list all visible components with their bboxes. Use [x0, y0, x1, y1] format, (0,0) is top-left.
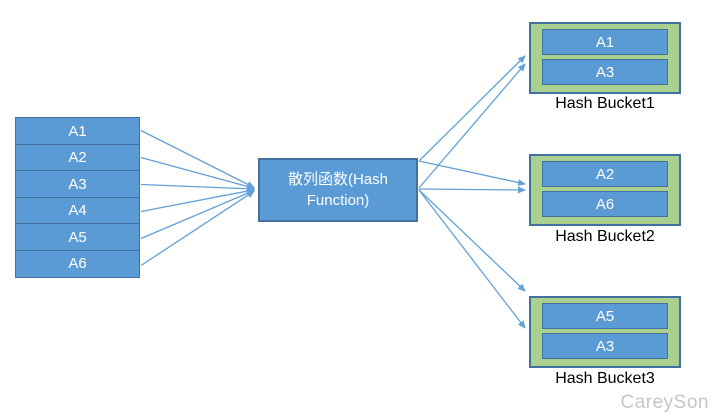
source-item: A1 — [15, 117, 140, 145]
hash-function-label-line2: Function) — [306, 192, 370, 209]
bucket-item: A5 — [542, 303, 668, 329]
bucket-item: A2 — [542, 161, 668, 187]
bucket-item: A3 — [542, 333, 668, 359]
bucket-item: A3 — [542, 59, 668, 85]
source-item: A3 — [15, 170, 140, 198]
source-item-stack: A1 A2 A3 A4 A5 A6 — [15, 117, 140, 278]
hash-bucket-3-label: Hash Bucket3 — [555, 370, 655, 387]
hash-function-label-line1: 散列函数(Hash — [287, 171, 388, 188]
source-item: A6 — [15, 249, 140, 278]
hash-function-box: 散列函数(Hash Function) — [258, 158, 418, 222]
bucket-item: A1 — [542, 29, 668, 55]
watermark: CareySon — [620, 392, 709, 413]
source-item: A4 — [15, 196, 140, 225]
source-item: A2 — [15, 143, 140, 172]
hash-bucket-3: A5 A3 — [529, 296, 681, 368]
hash-bucket-1: A1 A3 — [529, 22, 681, 94]
source-item: A5 — [15, 223, 140, 251]
bucket-item: A6 — [542, 191, 668, 217]
hash-bucket-1-label: Hash Bucket1 — [555, 95, 655, 112]
hash-bucket-2: A2 A6 — [529, 154, 681, 226]
hash-bucket-2-label: Hash Bucket2 — [555, 228, 655, 245]
